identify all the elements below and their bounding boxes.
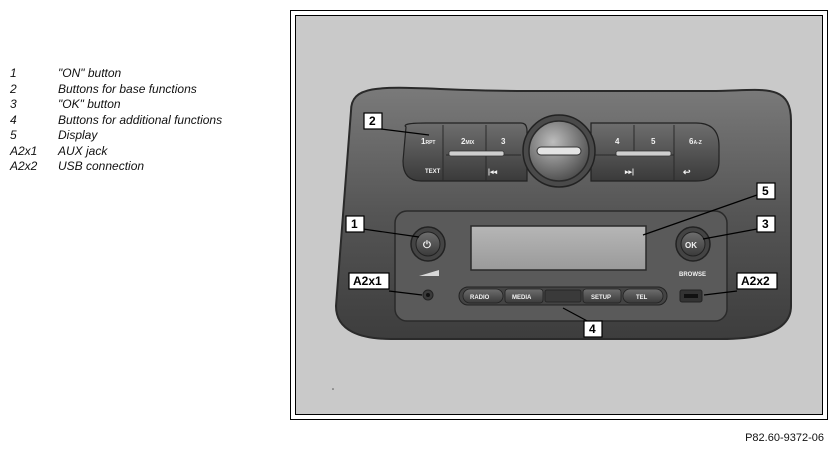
text-label: TEXT [425, 169, 441, 175]
legend-text: Buttons for additional functions [58, 112, 223, 127]
callout-2: 2 [363, 112, 383, 130]
legend-row: 1 "ON" button [10, 66, 222, 82]
legend-row: 3 "OK" button [10, 97, 222, 113]
media-label: MEDIA [512, 295, 532, 301]
svg-text:1: 1 [351, 217, 358, 231]
power-icon: ⏻ [423, 239, 431, 251]
svg-text:3: 3 [762, 217, 769, 231]
figure-reference: P82.60-9372-06 [745, 432, 824, 444]
legend-text: Buttons for base functions [58, 81, 197, 96]
radio-illustration: 1RPT 2MIX 3 4 5 6A-Z TEXT |◂◂ ▸▸| ↩ ⏻ OK… [332, 86, 792, 390]
preset-5-label: 5 [651, 137, 656, 146]
back-icon: ↩ [683, 167, 691, 177]
next-track-icon: ▸▸| [624, 169, 634, 176]
button-slot [615, 150, 672, 157]
legend-key: 3 [10, 97, 17, 111]
ok-label: OK [685, 241, 697, 250]
legend-row: 4 Buttons for additional functions [10, 113, 222, 129]
callout-3: 3 [756, 215, 776, 233]
volume-wedge-icon [419, 270, 439, 276]
svg-text:A2x1: A2x1 [353, 274, 382, 288]
legend-text: "OK" button [58, 97, 121, 111]
legend-row: 2 Buttons for base functions [10, 82, 222, 98]
usb-port-slot [684, 294, 698, 298]
preset-2-label: 2MIX [461, 137, 475, 146]
radio-button[interactable] [462, 288, 504, 304]
callout-1: 1 [345, 215, 365, 233]
legend-row: 5 Display [10, 128, 222, 144]
callout-usb: A2x2 [736, 272, 778, 290]
svg-text:5: 5 [762, 184, 769, 198]
callout-4: 4 [583, 320, 603, 338]
legend-key: 1 [10, 66, 17, 80]
radio-label: RADIO [470, 295, 490, 301]
legend-key: 4 [10, 112, 17, 127]
power-button[interactable] [415, 231, 441, 257]
legend-row: A2x2 USB connection [10, 159, 222, 175]
legend-text: "ON" button [58, 66, 122, 80]
preset-1-label: 1RPT [421, 137, 435, 146]
tel-label: TEL [636, 295, 648, 301]
preset-6-label: 6A-Z [689, 137, 702, 146]
legend-key: A2x2 [10, 159, 38, 173]
preset-4-label: 4 [615, 137, 620, 146]
legend-key: A2x1 [10, 143, 38, 158]
legend-key: 2 [10, 81, 17, 96]
knob-slot [536, 146, 582, 156]
display [470, 225, 647, 271]
legend-text: Display [58, 128, 98, 142]
legend-text: USB connection [58, 159, 145, 173]
legend: 1 "ON" button 2 Buttons for base functio… [10, 66, 222, 175]
legend-row: A2x1 AUX jack [10, 144, 222, 160]
button-slot [448, 150, 505, 157]
ok-button[interactable] [680, 231, 706, 257]
figure-frame: 1RPT 2MIX 3 4 5 6A-Z TEXT |◂◂ ▸▸| ↩ ⏻ OK… [290, 10, 828, 420]
speck [332, 388, 334, 390]
callout-leaders [362, 128, 758, 324]
callout-5: 5 [756, 182, 776, 200]
aux-jack-hole [426, 293, 430, 297]
svg-text:A2x2: A2x2 [741, 274, 770, 288]
legend-key: 5 [10, 128, 17, 142]
svg-text:4: 4 [589, 322, 596, 336]
tel-button[interactable] [622, 288, 664, 304]
preset-3-label: 3 [501, 137, 506, 146]
media-button[interactable] [504, 288, 544, 304]
legend-text: AUX jack [58, 143, 108, 158]
browse-label: BROWSE [679, 272, 706, 278]
previous-track-icon: |◂◂ [488, 169, 497, 176]
center-slot-button[interactable] [544, 289, 582, 303]
setup-label: SETUP [591, 295, 611, 301]
svg-text:2: 2 [369, 114, 376, 128]
setup-button[interactable] [582, 288, 622, 304]
callout-aux: A2x1 [348, 272, 390, 290]
